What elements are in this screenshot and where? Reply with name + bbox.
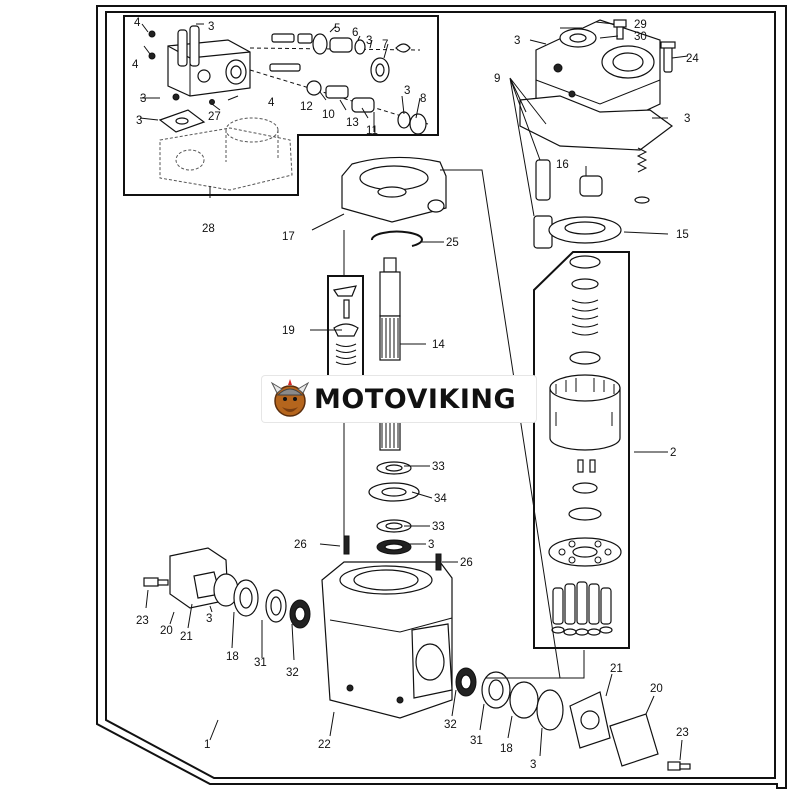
callout-1: 1: [204, 739, 210, 751]
callout-32: 32: [286, 667, 299, 679]
right-seal-stack: [455, 667, 691, 771]
valve-spool-row-lower: [249, 63, 429, 135]
snap-ring-25: [371, 230, 423, 247]
drive-shaft-14: [379, 257, 401, 451]
callout-33: 33: [432, 461, 445, 473]
left-seal-stack: [143, 547, 311, 629]
rotating-group: [548, 255, 622, 567]
callout-23: 23: [676, 727, 689, 739]
callout-7: 7: [382, 39, 388, 51]
gasket-hole: [175, 117, 189, 125]
callout-3: 3: [428, 539, 434, 551]
callout-labels: 4 3 4 3 3 4 27 5 6 3 7 12 10 13 11 3 8 2…: [132, 17, 699, 771]
callout-6: 6: [352, 27, 358, 39]
dowel-pins-26: [343, 535, 442, 571]
callout-2: 2: [670, 447, 676, 459]
valve-spool-row-upper: [249, 33, 421, 83]
spring-seat: [634, 196, 650, 204]
pump-cover: [519, 19, 674, 151]
callout-21: 21: [180, 631, 193, 643]
relief-spring: [636, 147, 648, 173]
pins-9: [533, 159, 553, 249]
viking-mascot-icon: [270, 379, 310, 417]
callout-15: 15: [676, 229, 689, 241]
callout-34: 34: [434, 493, 447, 505]
callout-4: 4: [134, 17, 141, 29]
bearing-stack: [368, 461, 420, 555]
callout-3: 3: [366, 35, 372, 47]
callout-25: 25: [446, 237, 459, 249]
callout-18: 18: [500, 743, 513, 755]
callout-3: 3: [684, 113, 690, 125]
callout-26: 26: [294, 539, 307, 551]
swivel-17: [341, 156, 447, 223]
callout-3: 3: [136, 115, 142, 127]
assembly-frame-inner: [105, 11, 776, 779]
callout-9: 9: [494, 73, 500, 85]
bolt-24: [660, 41, 676, 73]
callout-13: 13: [346, 117, 359, 129]
callout-12: 12: [300, 101, 313, 113]
valve-block: [167, 25, 251, 97]
callout-11: 11: [366, 125, 378, 137]
callout-23: 23: [136, 615, 149, 627]
callout-4: 4: [132, 59, 139, 71]
callout-28: 28: [202, 223, 215, 235]
callout-22: 22: [318, 739, 331, 751]
callout-8: 8: [420, 93, 426, 105]
callout-31: 31: [470, 735, 483, 747]
callout-10: 10: [322, 109, 335, 121]
callout-26: 26: [460, 557, 473, 569]
rotating-group-box: [533, 251, 630, 649]
callout-18: 18: [226, 651, 239, 663]
callout-3: 3: [140, 93, 146, 105]
callout-5: 5: [334, 23, 340, 35]
callout-32: 32: [444, 719, 457, 731]
callout-29: 29: [634, 19, 647, 31]
callout-20: 20: [650, 683, 663, 695]
callout-17: 17: [282, 231, 295, 243]
inset-box-28: [123, 15, 439, 196]
callout-24: 24: [686, 53, 699, 65]
small-bolts: [148, 30, 215, 105]
valve-stack-19: [332, 285, 359, 365]
callout-3: 3: [206, 613, 212, 625]
callout-16: 16: [556, 159, 569, 171]
callout-20: 20: [160, 625, 173, 637]
callout-3: 3: [404, 85, 410, 97]
ghost-housing: [159, 117, 293, 191]
callout-33: 33: [432, 521, 445, 533]
callout-3: 3: [208, 21, 214, 33]
callout-21: 21: [610, 663, 623, 675]
callout-19: 19: [282, 325, 295, 337]
callout-3: 3: [514, 35, 520, 47]
pistons: [551, 581, 613, 636]
sleeve-16: [579, 175, 603, 197]
callout-27: 27: [208, 111, 221, 123]
brand-wordmark: MOTOVIKING: [314, 383, 517, 415]
leader-lines: [139, 21, 689, 761]
callout-14: 14: [432, 339, 445, 351]
assembly-frame: [96, 5, 787, 789]
callout-4: 4: [268, 97, 275, 109]
swash-plate-15: [548, 216, 622, 244]
callout-31: 31: [254, 657, 267, 669]
callout-30: 30: [634, 31, 647, 43]
pump-housing-22: [321, 561, 453, 719]
callout-3: 3: [530, 759, 536, 771]
brand-logo: MOTOVIKING: [262, 376, 536, 422]
